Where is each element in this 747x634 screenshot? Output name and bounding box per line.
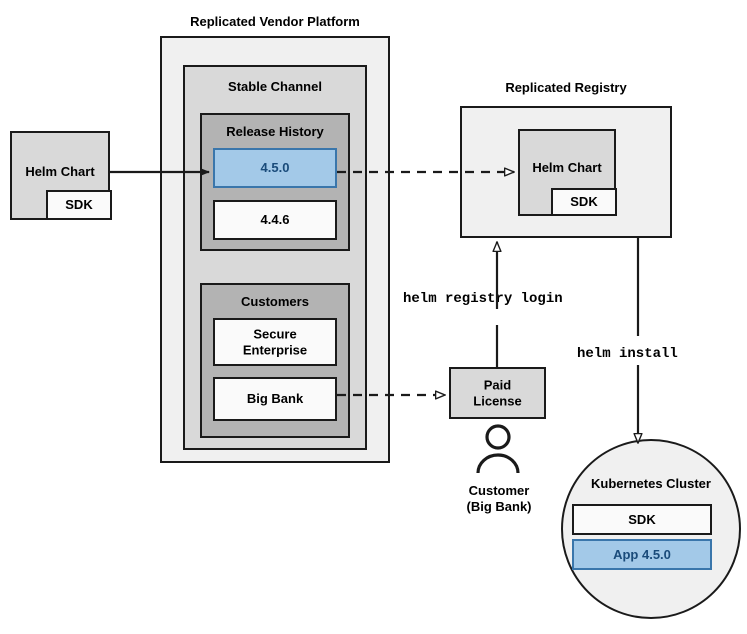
release-history-label: Release History — [226, 124, 324, 139]
customer-label: Big Bank — [246, 391, 304, 407]
release-version-label: 4.4.6 — [260, 212, 290, 228]
paid-license-label: Paid License — [473, 377, 522, 408]
registry-sdk-box: SDK — [551, 188, 617, 216]
paid-license-box: Paid License — [449, 367, 546, 419]
customer-person-icon — [476, 424, 520, 474]
source-sdk-box: SDK — [46, 190, 112, 220]
customer-secure-enterprise[interactable]: Secure Enterprise — [213, 318, 337, 366]
cluster-item-app: App 4.5.0 — [572, 539, 712, 570]
kubernetes-cluster-title: Kubernetes Cluster — [591, 476, 711, 491]
cluster-item-sdk: SDK — [572, 504, 712, 535]
cluster-item-label: SDK — [628, 511, 656, 527]
source-sdk-label: SDK — [65, 197, 93, 213]
registry-sdk-label: SDK — [570, 194, 598, 210]
registry-title: Replicated Registry — [505, 80, 627, 95]
customer-label: Secure Enterprise — [242, 326, 308, 357]
customer-person-label: Customer (Big Bank) — [466, 483, 532, 515]
cluster-item-label: App 4.5.0 — [613, 546, 671, 562]
source-helm-chart-label: Helm Chart — [25, 164, 95, 180]
registry-helm-chart-label: Helm Chart — [532, 160, 602, 176]
helm-registry-login-command: helm registry login — [403, 291, 563, 307]
customer-big-bank[interactable]: Big Bank — [213, 377, 337, 421]
stable-channel-label: Stable Channel — [228, 79, 322, 94]
vendor-platform-title: Replicated Vendor Platform — [190, 14, 360, 29]
customers-label: Customers — [241, 294, 309, 309]
release-version-4-5-0[interactable]: 4.5.0 — [213, 148, 337, 188]
release-version-label: 4.5.0 — [260, 160, 290, 176]
helm-install-command: helm install — [577, 346, 678, 362]
release-version-4-4-6[interactable]: 4.4.6 — [213, 200, 337, 240]
